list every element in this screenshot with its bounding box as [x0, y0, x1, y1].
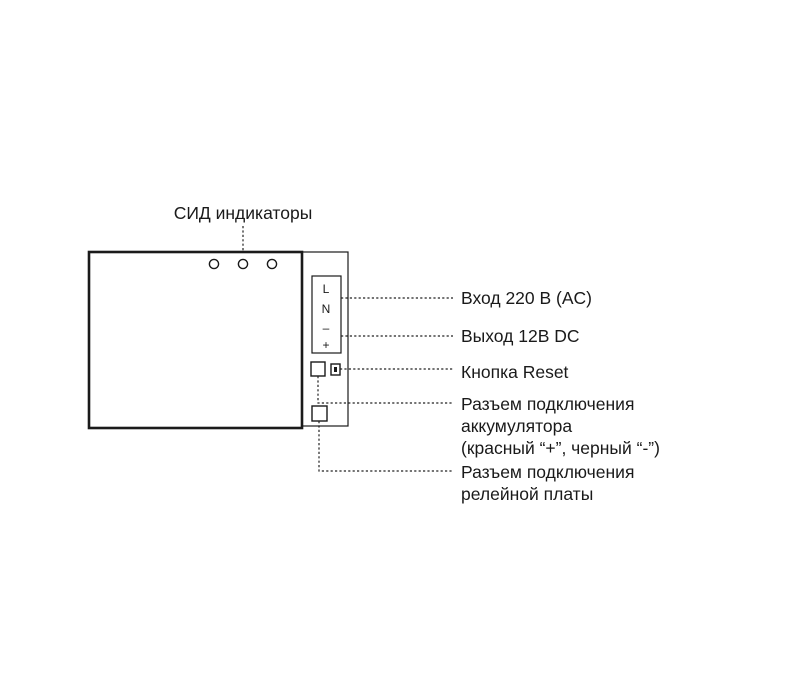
relay-connector-label-1: Разъем подключения — [461, 462, 634, 482]
terminal-block-housing — [301, 251, 349, 427]
battery-connector-label-2: аккумулятора — [461, 416, 572, 436]
reset-button-inner — [334, 367, 337, 372]
ac-input-label: Вход 220 В (AC) — [461, 288, 592, 308]
battery-connector-label-1: Разъем подключения — [461, 394, 634, 414]
battery-connector-label-3: (красный “+”, черный “-”) — [461, 438, 660, 458]
led-indicator-2 — [237, 258, 249, 270]
led-indicator-1 — [208, 258, 220, 270]
terminal-strip — [311, 275, 342, 354]
terminal-l-label: L — [323, 282, 330, 296]
battery-connector — [310, 361, 326, 377]
dc-output-label: Выход 12В DC — [461, 326, 580, 346]
relay-leader — [318, 421, 453, 472]
led-indicators-label: СИД индикаторы — [174, 203, 313, 223]
led-indicator-3 — [266, 258, 278, 270]
terminal-plus-label: + — [322, 338, 329, 352]
reset-button-label: Кнопка Reset — [461, 362, 569, 382]
main-housing — [87, 250, 304, 430]
terminal-n-label: N — [322, 302, 331, 316]
relay-connector-label-2: релейной платы — [461, 484, 593, 504]
terminal-minus-label: – — [323, 321, 330, 335]
battery-leader — [317, 376, 453, 404]
relay-connector — [311, 405, 328, 422]
